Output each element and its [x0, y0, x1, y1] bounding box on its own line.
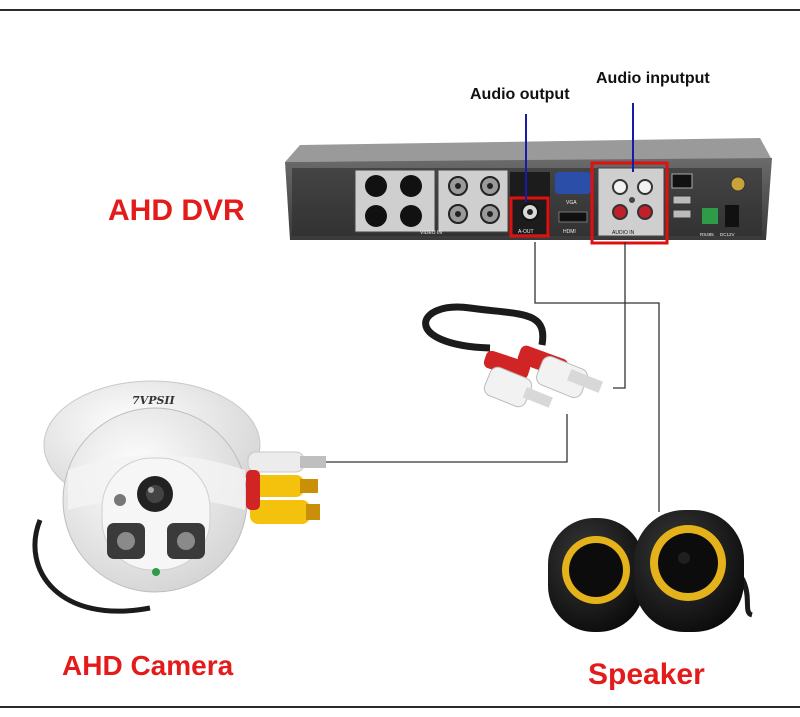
video-in-connectors — [437, 169, 509, 233]
camera-brand-logo: 7VPSII — [132, 394, 176, 407]
rs485-text: RS485 — [700, 232, 714, 237]
vga-port — [555, 172, 591, 194]
audio-output-label: Audio output — [470, 86, 570, 103]
a-out-text: A-OUT — [518, 229, 534, 235]
dc12v-text: DC12V — [720, 232, 735, 237]
camera-label: AHD Camera — [62, 650, 234, 681]
bottom-border-line — [0, 706, 800, 708]
speaker-pair — [548, 510, 754, 632]
speaker-label: Speaker — [588, 658, 705, 691]
ahd-camera: 7VPSII — [32, 380, 326, 614]
audio-in-text: AUDIO IN — [612, 230, 635, 236]
dvr-label: AHD DVR — [108, 194, 245, 227]
connection-wires — [324, 242, 660, 512]
dvr-vent-panel — [354, 169, 436, 233]
vga-text: VGA — [566, 200, 577, 206]
audio-input-label: Audio inputput — [596, 70, 710, 87]
rca-cable — [422, 303, 604, 408]
dvr-unit: VIDEO IN A-OUT VGA HDMI AUDIO IN RS485 D… — [285, 138, 772, 240]
top-border-line — [0, 9, 800, 11]
audio-in-connectors — [597, 167, 665, 237]
hdmi-text: HDMI — [563, 229, 576, 235]
audio-input-highlight-box — [590, 161, 669, 245]
hdmi-port — [558, 211, 588, 223]
audio-output-highlight-box — [509, 196, 550, 238]
video-in-text: VIDEO IN — [420, 230, 442, 236]
